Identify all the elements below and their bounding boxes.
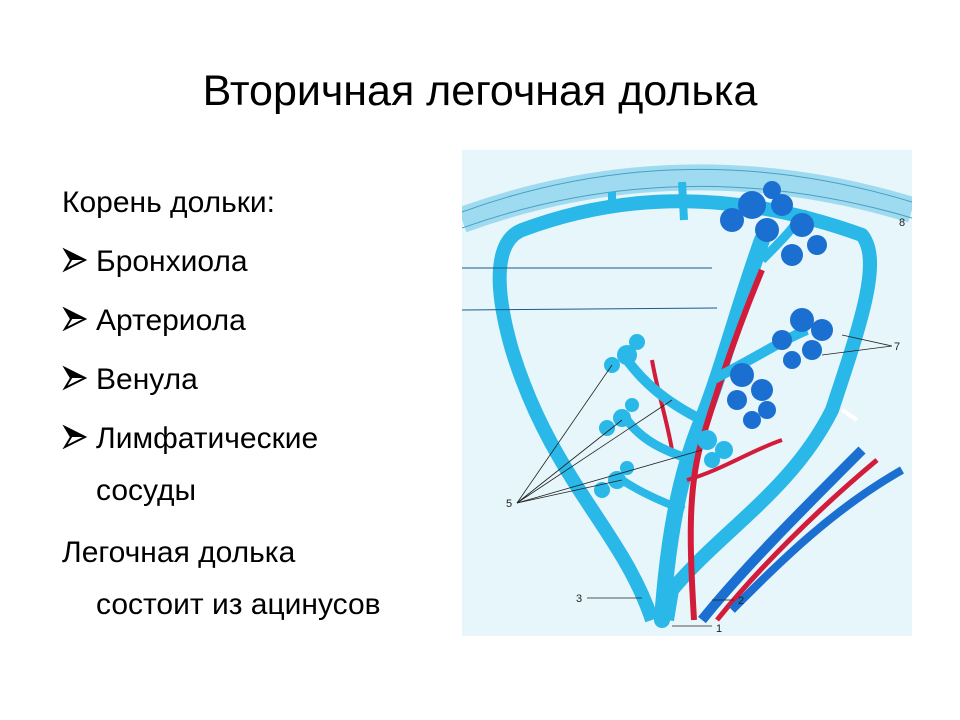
venule <box>698 446 866 624</box>
bronchiole-branch <box>623 417 694 465</box>
bullet-text: Венула <box>96 363 198 396</box>
vessel-highlight <box>840 408 859 422</box>
lobule-illustration: 8 7 5 3 2 1 <box>462 164 912 635</box>
acinus-cluster <box>720 181 833 429</box>
septal-spur <box>678 181 688 221</box>
leader-line-7 <box>841 334 893 347</box>
arrow-bullet-icon <box>62 424 88 450</box>
conclusion-line-1: Легочная долька <box>62 536 296 569</box>
figure-label-5: 5 <box>506 498 512 510</box>
figure-label-8: 8 <box>899 217 905 229</box>
leader-line <box>462 307 718 311</box>
bullet-continuation: сосуды <box>96 474 197 507</box>
arteriole-branch <box>686 438 783 482</box>
figure-label-7: 7 <box>894 341 900 353</box>
leader-line-7 <box>821 345 893 356</box>
figure-label-1: 1 <box>716 623 722 635</box>
arrow-bullet-icon <box>62 365 88 391</box>
bronchiole-branch <box>619 476 686 514</box>
leader-line-5 <box>516 479 623 504</box>
venule-branch <box>729 466 904 613</box>
leader-line-5 <box>516 364 613 504</box>
figure-label-2: 2 <box>738 595 744 607</box>
arteriole-branch <box>650 359 674 451</box>
conclusion-line-2: состоит из ацинусов <box>96 588 381 621</box>
bullet-text: Лимфатические <box>96 422 319 455</box>
pleura-band <box>462 164 912 233</box>
interlobular-septum <box>492 194 878 623</box>
bullet-text: Бронхиола <box>96 245 248 278</box>
bullet-text: Артериола <box>96 304 246 337</box>
slide-title: Вторичная легочная долька <box>202 67 758 115</box>
arrow-bullet-icon <box>62 306 88 332</box>
leader-line-5 <box>516 399 673 504</box>
bronchiole-branch <box>623 356 705 425</box>
lobule-diagram: 8 7 5 3 2 1 <box>462 150 912 636</box>
pleura-line <box>462 168 912 213</box>
bronchiole-trunk <box>654 232 770 628</box>
arrow-bullet-icon <box>62 247 88 273</box>
figure-label-3: 3 <box>576 593 582 605</box>
bronchiole-branch <box>709 325 809 385</box>
leader-line-5 <box>516 449 703 504</box>
leader-line-5 <box>516 419 623 504</box>
root-label: Корень дольки: <box>62 186 275 219</box>
vein-red <box>715 458 879 622</box>
